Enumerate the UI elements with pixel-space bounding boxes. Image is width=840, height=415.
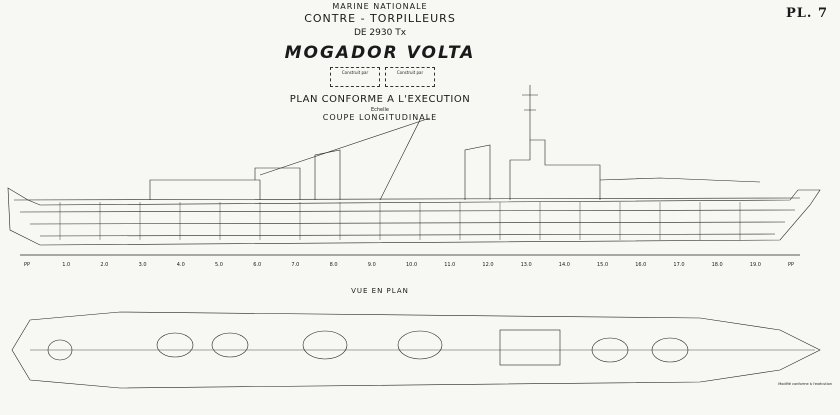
frame-label: 8.0 xyxy=(329,262,338,268)
frame-label: 17.0 xyxy=(673,262,685,268)
frame-label: 16.0 xyxy=(635,262,647,268)
mast xyxy=(522,85,538,140)
frame-label: 3.0 xyxy=(138,262,147,268)
frame-label: 18.0 xyxy=(711,262,723,268)
frame-label: 1.0 xyxy=(62,262,71,268)
plan-hull xyxy=(11,311,821,389)
frame-label: 6.0 xyxy=(253,262,262,268)
frame-label: 10.0 xyxy=(406,262,418,268)
frame-label: 4.0 xyxy=(176,262,185,268)
footer-notes: Modifié conforme à l'exécution xyxy=(778,382,832,386)
section-title: COUPE LONGITUDINALE xyxy=(322,113,438,122)
frame-label: 12.0 xyxy=(482,262,494,268)
builder-stamp-left: Construit par xyxy=(330,67,380,87)
forward-superstructure xyxy=(509,139,601,200)
plate-number: PL. 7 xyxy=(785,6,828,21)
scale-note: Echelle xyxy=(370,107,389,113)
frame-label: 11.0 xyxy=(444,262,456,268)
forward-funnel xyxy=(464,144,491,200)
title-block: MARINE NATIONALE CONTRE - TORPILLEURS DE… xyxy=(0,0,840,130)
frame-label: 2.0 xyxy=(100,262,109,268)
frame-label: 9.0 xyxy=(367,262,376,268)
ship-class: CONTRE - TORPILLEURS xyxy=(304,12,456,25)
frame-label: PP xyxy=(788,262,795,268)
frame-label: 15.0 xyxy=(597,262,609,268)
frame-label: 5.0 xyxy=(215,262,223,268)
navy-heading: MARINE NATIONALE xyxy=(332,2,428,11)
hull-profile xyxy=(7,187,821,246)
plan-view-label: VUE EN PLAN xyxy=(351,287,409,295)
frame-label: 19.0 xyxy=(749,262,761,268)
frame-label: 7.0 xyxy=(291,262,300,268)
frame-label: PP xyxy=(24,262,31,268)
frame-label: 14.0 xyxy=(558,262,570,268)
builder-stamp-right: Construit par xyxy=(385,67,435,87)
aft-superstructure xyxy=(149,179,261,200)
ship-names: MOGADOR VOLTA xyxy=(284,43,476,63)
plan-title: PLAN CONFORME A L'EXECUTION xyxy=(289,94,471,105)
frame-label: 13.0 xyxy=(520,262,532,268)
aft-funnel xyxy=(314,149,341,200)
displacement: DE 2930 Tx xyxy=(353,28,407,38)
